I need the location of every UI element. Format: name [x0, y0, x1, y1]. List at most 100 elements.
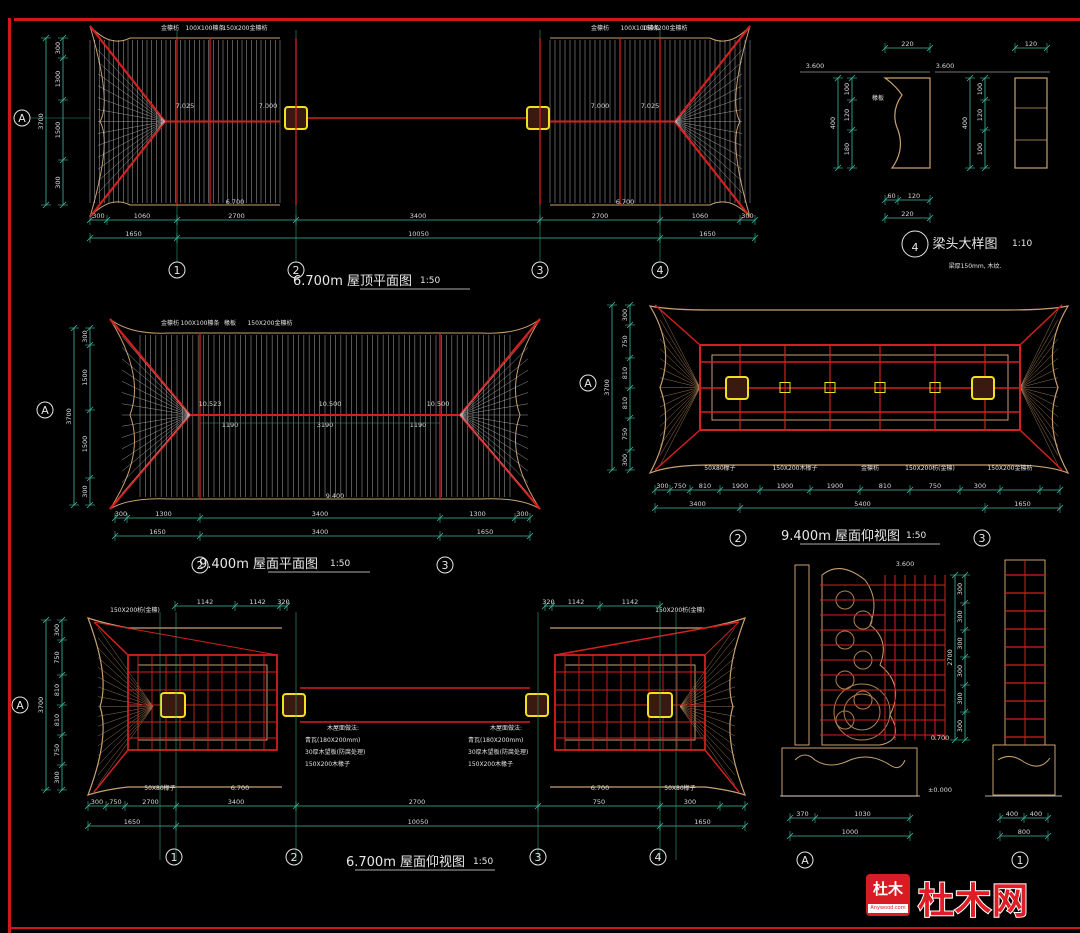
drawing-title: 9.400m 屋面仰视图 [781, 529, 900, 544]
fan-rafter [121, 414, 191, 449]
dim-text: 1650 [149, 528, 166, 536]
dim-text: 810 [699, 482, 711, 490]
note-text: 木屋面做法: [327, 724, 359, 732]
detail-bubble [901, 230, 929, 258]
axis-bubble-4 [649, 848, 667, 866]
dim-text: 1650 [477, 528, 494, 536]
dim-text: 1300 [469, 510, 486, 518]
note-leader: 150X200金檩枋 [247, 319, 292, 327]
dim-text: 2700 [946, 649, 954, 666]
elev-mark: 3.600 [896, 560, 915, 568]
axis-label: 2 [291, 851, 298, 864]
fan-rafter [97, 49, 166, 122]
fan-rafter [459, 336, 529, 416]
dim-text: 1060 [134, 212, 151, 220]
fan-rafter [97, 706, 154, 746]
side-pedestal [992, 744, 1056, 796]
fan-rafter [121, 414, 191, 483]
dim-text: 3400 [410, 212, 427, 220]
fan-rafter [459, 358, 529, 416]
dim-text: 1300 [155, 510, 172, 518]
elev-mark: 7.025 [176, 102, 195, 110]
hip-beam [554, 621, 740, 656]
dim-text: 3400 [312, 528, 329, 536]
dim-text: 1900 [777, 482, 794, 490]
drawing-scale: 1:50 [906, 531, 926, 541]
fan-rafter [121, 414, 191, 472]
hip-ridge [674, 120, 751, 218]
dim-text: 60 [887, 192, 895, 200]
dim-text: 3700 [603, 379, 611, 396]
dim-text: 300 [115, 510, 127, 518]
dim-text: 2700 [409, 798, 426, 806]
fan-rafter [1019, 387, 1059, 456]
dim-text: 3400 [312, 510, 329, 518]
dim-text: 1142 [249, 598, 266, 606]
fan-rafter [659, 387, 701, 398]
dim-text: 750 [674, 482, 686, 490]
dim-text: 1142 [568, 598, 585, 606]
fan-rafter [97, 706, 154, 766]
dim-text: 2700 [592, 212, 609, 220]
fan-rafter [97, 686, 154, 707]
fan-rafter [121, 392, 191, 416]
watermark-logo-box: 杜木 Anywood.com [866, 874, 910, 916]
fan-rafter [679, 706, 736, 756]
dim-text: 1500 [81, 436, 89, 453]
note-leader: 100X100檩条 [180, 319, 219, 327]
fan-rafter [674, 85, 743, 122]
post-right [526, 106, 550, 130]
dim-text: 750 [593, 798, 605, 806]
section-elevation-drawing: 3.6000.700±0.000300300300300300300270037… [780, 559, 1062, 869]
elev-mark: 0.700 [931, 734, 950, 742]
axis-label: A [18, 112, 26, 125]
detail-note: 梁厚150mm, 木纹. [949, 262, 1002, 270]
elev-mark: 7.025 [641, 102, 660, 110]
axis-bubble-4 [651, 261, 669, 279]
dim-text: 300 [53, 624, 61, 636]
bracket [929, 382, 941, 393]
fan-rafter [121, 414, 191, 461]
dim-text: 120 [1025, 40, 1037, 48]
fan-rafter [679, 706, 736, 727]
watermark: 杜木 Anywood.com 杜木网 [862, 870, 1062, 923]
scroll-ornament [853, 690, 873, 710]
note-leader: 150X200枋(金檩) [655, 606, 705, 614]
dim-text: 120 [843, 109, 851, 121]
scroll-ornament [835, 670, 855, 690]
dim-text: 300 [741, 212, 753, 220]
beam-frame-inner [564, 664, 696, 741]
fan-rafter [659, 309, 701, 388]
hip-beam [93, 621, 129, 656]
dim-text: 370 [796, 810, 808, 818]
side-carving [997, 756, 1051, 767]
fan-rafter [659, 387, 701, 456]
dim-text: 300 [92, 212, 104, 220]
fan-rafter [97, 627, 154, 707]
elev-mark: 7.000 [591, 102, 610, 110]
axis-bubble-3 [531, 261, 549, 279]
fan-rafter [97, 706, 154, 737]
dim-text: 400 [1006, 810, 1018, 818]
dim-text: 320 [542, 598, 554, 606]
fan-rafter [121, 381, 191, 416]
fan-rafter [97, 61, 166, 122]
fan-rafter [97, 73, 166, 122]
dim-text: 1500 [54, 122, 62, 139]
note-leader: 150X200金檩枋 [642, 24, 687, 32]
axis-label: A [584, 377, 592, 390]
dim-text: 400 [1030, 810, 1042, 818]
fan-rafter [459, 392, 529, 416]
dim-text: 1650 [694, 818, 711, 826]
axis-label: 2 [293, 264, 300, 277]
dim-text: 400 [961, 117, 969, 129]
fan-rafter [659, 329, 701, 388]
fan-rafter [674, 121, 743, 182]
elev-mark: 6.700 [616, 198, 635, 206]
dim-text: 1030 [854, 810, 871, 818]
dim-text: 1500 [81, 369, 89, 386]
dim-text: 1142 [197, 598, 214, 606]
